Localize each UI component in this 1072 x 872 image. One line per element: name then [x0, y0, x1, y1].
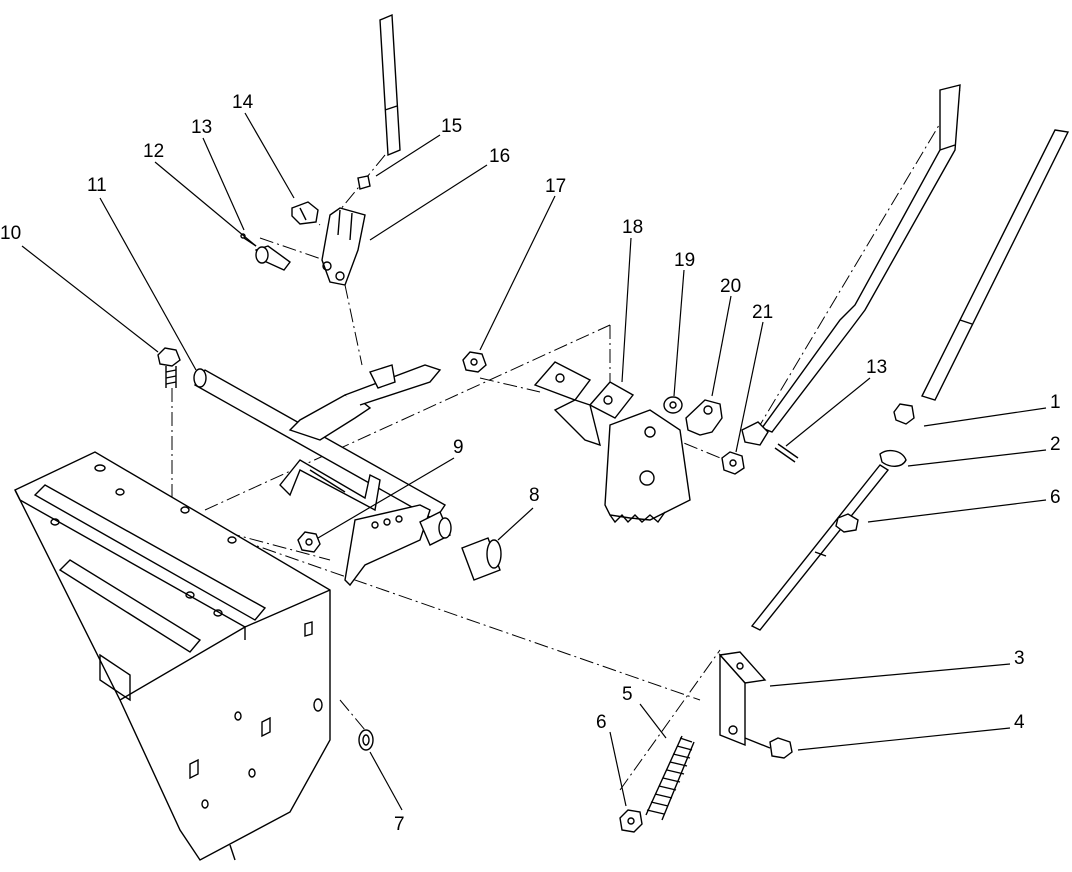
spring-5	[645, 735, 695, 821]
clip-7	[358, 729, 374, 751]
callout-15: 15	[441, 116, 462, 137]
cable-end-15	[357, 175, 371, 190]
callout-6-cable: 6	[1050, 487, 1061, 508]
callout-13-left: 13	[191, 117, 212, 138]
pivot-bracket	[344, 504, 431, 587]
callout-14: 14	[232, 92, 254, 113]
callout-7: 7	[394, 814, 405, 835]
callout-21: 21	[752, 302, 773, 323]
callout-labels: 1 2 6 3 4 5 6 7 8 9 10 11 12 13 14 15 16…	[0, 92, 1061, 835]
clip-14	[291, 201, 319, 225]
callout-4: 4	[1014, 712, 1025, 733]
cable-bracket-3	[718, 651, 767, 747]
leader-lines	[21, 112, 1047, 811]
cotter-13b	[774, 443, 799, 463]
bolt-4	[744, 737, 793, 759]
callout-18: 18	[622, 217, 643, 238]
nut-9	[297, 531, 321, 553]
callout-16: 16	[489, 146, 510, 167]
control-lever-16	[321, 13, 401, 286]
cable-assembly	[750, 129, 1070, 631]
callout-1: 1	[1050, 392, 1061, 413]
nut-17	[462, 351, 487, 373]
callout-12: 12	[143, 141, 164, 162]
nut-21	[721, 451, 745, 475]
control-rod	[741, 84, 961, 446]
washer-19	[663, 396, 683, 414]
callout-3: 3	[1014, 648, 1025, 669]
callout-20: 20	[720, 276, 741, 297]
bushing-8	[419, 511, 502, 581]
callout-11: 11	[87, 175, 107, 196]
callout-13-right: 13	[866, 357, 887, 378]
callout-6-nut: 6	[596, 712, 607, 733]
callout-19: 19	[674, 250, 695, 271]
callout-5: 5	[622, 684, 633, 705]
pivot-shaft	[193, 364, 447, 521]
callout-17: 17	[545, 176, 566, 197]
clevis-pin-12	[254, 245, 291, 271]
callout-9: 9	[453, 437, 464, 458]
link-20	[685, 399, 723, 436]
u-bracket	[279, 459, 381, 512]
nut-6b	[619, 809, 643, 833]
detent-plate	[604, 409, 691, 524]
callout-8: 8	[529, 485, 540, 506]
callout-10: 10	[0, 223, 21, 244]
mounting-plate	[14, 451, 331, 861]
bolt-10	[157, 347, 181, 388]
bracket-18	[533, 361, 635, 447]
callout-2: 2	[1050, 434, 1061, 455]
